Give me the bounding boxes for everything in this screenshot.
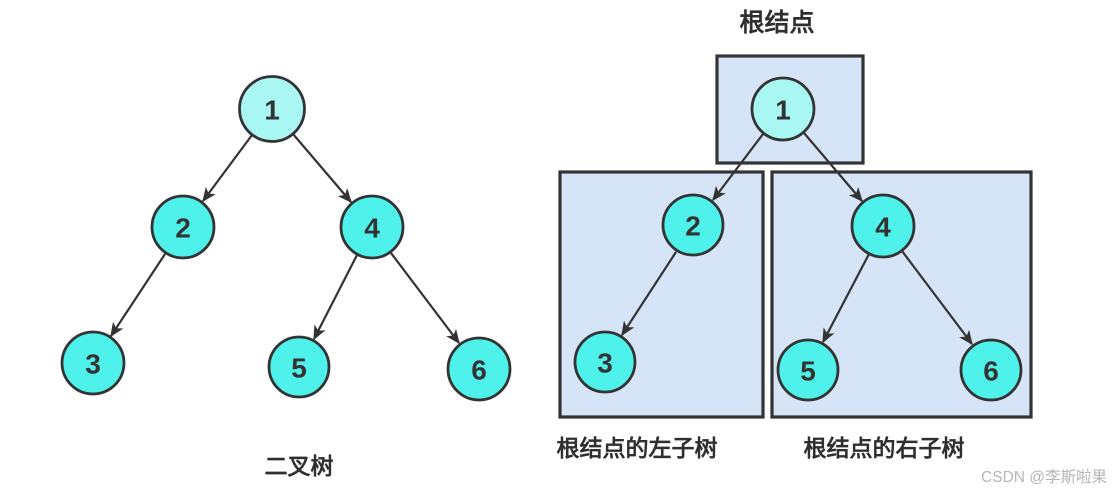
tree-node-1: 1 xyxy=(750,76,816,142)
node-value: 5 xyxy=(800,356,816,387)
tree-node-6: 6 xyxy=(959,338,1023,402)
tree-node-1: 1 xyxy=(238,75,306,143)
edge-arrow-1-to-2 xyxy=(712,133,764,202)
edge-arrow-4-to-5 xyxy=(313,254,358,341)
tree-node-3: 3 xyxy=(60,330,126,396)
node-value: 3 xyxy=(597,348,613,379)
tree-node-3: 3 xyxy=(573,330,637,394)
edge-arrow-1-to-2 xyxy=(202,134,253,203)
root-node-annotation: 根结点 xyxy=(739,9,814,37)
tree-node-6: 6 xyxy=(446,336,512,402)
edge-arrow-1-to-4 xyxy=(803,132,863,203)
node-circle xyxy=(776,338,840,402)
node-circle xyxy=(238,75,306,143)
node-value: 1 xyxy=(775,95,791,126)
left-diagram-caption: 二叉树 xyxy=(265,453,334,479)
left-subtree-caption: 根结点的左子树 xyxy=(557,435,718,461)
node-circle xyxy=(750,76,816,142)
node-circle xyxy=(60,330,126,396)
edge-arrow-4-to-6 xyxy=(390,252,460,345)
right-subtree-caption: 根结点的右子树 xyxy=(804,435,965,461)
tree-node-5: 5 xyxy=(776,338,840,402)
node-circle xyxy=(267,335,331,399)
edge-arrow-4-to-6 xyxy=(901,250,973,346)
node-value: 4 xyxy=(875,212,891,243)
node-circle xyxy=(150,194,216,260)
node-value: 6 xyxy=(983,356,999,387)
plain-binary-tree: 1 2 4 3 5 6 二叉树 xyxy=(60,75,512,479)
decomposed-binary-tree: 根结点 1 2 4 xyxy=(557,9,1033,461)
node-value: 2 xyxy=(685,211,701,242)
node-circle xyxy=(339,194,405,260)
edge-arrow-2-to-3 xyxy=(110,253,166,338)
tree-node-2: 2 xyxy=(661,193,725,257)
tree-edges xyxy=(110,133,460,345)
tree-edges xyxy=(621,132,973,346)
node-value: 5 xyxy=(291,353,307,384)
node-circle xyxy=(959,338,1023,402)
node-circle xyxy=(850,193,916,259)
tree-node-2: 2 xyxy=(150,194,216,260)
node-value: 6 xyxy=(471,355,487,386)
node-value: 3 xyxy=(85,349,101,380)
node-circle xyxy=(573,330,637,394)
tree-node-4: 4 xyxy=(850,193,916,259)
node-circle xyxy=(661,193,725,257)
node-value: 2 xyxy=(175,213,191,244)
node-value: 4 xyxy=(364,213,380,244)
tree-node-4: 4 xyxy=(339,194,405,260)
edge-arrow-2-to-3 xyxy=(621,251,677,337)
edge-arrow-4-to-5 xyxy=(822,253,870,344)
csdn-watermark: CSDN @李斯啦果 xyxy=(981,468,1107,486)
tree-node-5: 5 xyxy=(267,335,331,399)
node-value: 1 xyxy=(264,95,280,126)
node-circle xyxy=(446,336,512,402)
edge-arrow-1-to-4 xyxy=(292,133,352,204)
